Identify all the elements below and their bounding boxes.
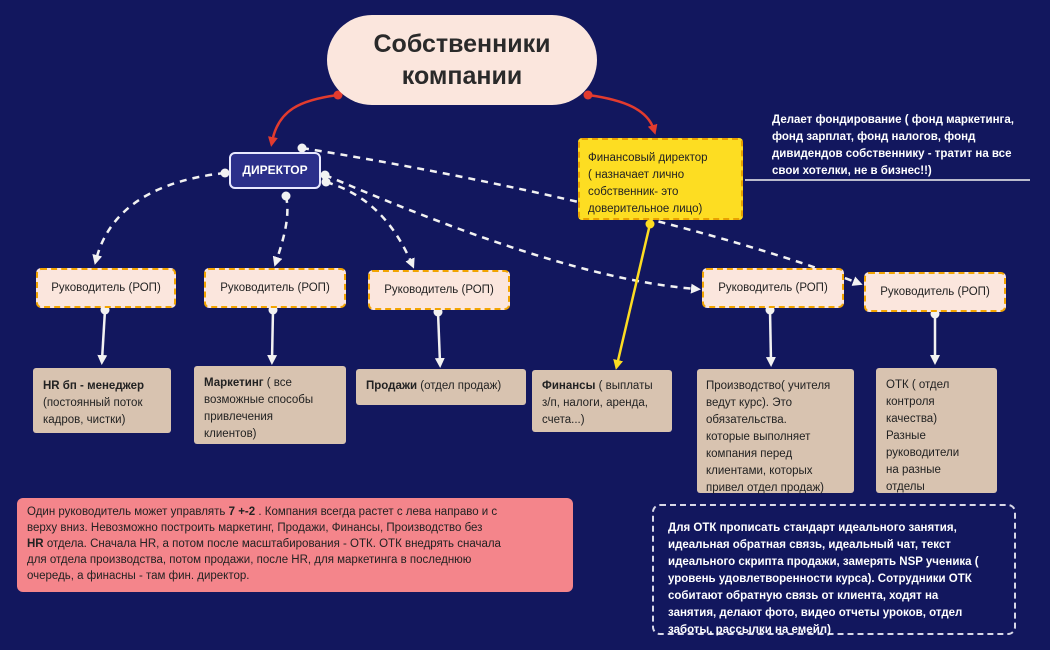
finance-director-to-finance-arrow (613, 219, 655, 370)
finance-note-line: свои хотелки, не в бизнес!!) (772, 165, 932, 177)
director-label: ДИРЕКТОР (242, 163, 308, 177)
dept-otk-line: Разные (886, 430, 926, 442)
rop-label: Руководитель (РОП) (51, 282, 161, 294)
rop-label: Руководитель (РОП) (220, 282, 330, 294)
finance-note-line: фонд зарплат, фонд налогов, фонд (772, 131, 976, 143)
otk-note-line: Для ОТК прописать стандарт идеального за… (668, 522, 957, 534)
dept-hr-line: (постоянный поток (43, 397, 143, 409)
director-to-rop1-arrow (92, 171, 226, 265)
pink-note-text: . Компания всегда растет с лева направо … (255, 506, 498, 518)
dept-production-line: компания перед (706, 448, 793, 460)
dept-finance-title: Финансы (542, 380, 596, 392)
dept-otk: ОТК ( отдел контроля качества) Разные ру… (876, 368, 997, 493)
dept-sales-line: (отдел продаж) (417, 380, 502, 392)
rop-node-marketing: Руководитель (РОП) (204, 268, 346, 308)
dept-production-line: ведут курс). Это (706, 397, 792, 409)
dept-marketing-line: клиентов) (204, 428, 257, 440)
dept-marketing-title: Маркетинг (204, 377, 264, 389)
dept-otk-line: отделы (886, 481, 925, 493)
owners-node: Собственники компании (327, 15, 597, 105)
finance-director-line4: доверительное лицо) (588, 203, 703, 215)
dept-otk-line: на разные (886, 464, 941, 476)
rop-label: Руководитель (РОП) (384, 284, 494, 296)
director-to-rop3-arrow (325, 180, 415, 269)
director-to-rop4-arrow (324, 173, 701, 294)
pink-note-line: HR отдела. Сначала HR, а потом после мас… (27, 536, 563, 552)
dept-finance-line: ( выплаты (595, 380, 653, 392)
dept-sales: Продажи (отдел продаж) (356, 369, 526, 405)
otk-note-line: заботы, рассылки на емейл) (668, 624, 831, 636)
pink-note-line: Один руководитель может управлять 7 +-2 … (27, 504, 563, 520)
finance-director-note: Делает фондирование ( фонд маркетинга, ф… (772, 112, 1044, 180)
finance-director-node: Финансовый директор ( назначает лично со… (578, 138, 743, 220)
dept-marketing: Маркетинг ( все возможные способы привле… (194, 366, 346, 444)
rop-node-hr: Руководитель (РОП) (36, 268, 176, 308)
dept-sales-title: Продажи (366, 380, 418, 392)
dept-hr-line: кадров, чистки) (43, 414, 126, 426)
finance-note-line: Делает фондирование ( фонд маркетинга, (772, 114, 1014, 126)
owner-to-finance-arrow (583, 90, 658, 135)
dept-otk-line: ОТК ( отдел (886, 379, 950, 391)
finance-note-line: дивидендов собственнику - тратит на все (772, 148, 1012, 160)
pink-note-text: верху вниз. Невозможно построить маркети… (27, 522, 483, 534)
finance-director-line2: ( назначает лично (588, 169, 685, 181)
dept-production-line: привел отдел продаж) (706, 482, 824, 494)
director-to-rop5-arrow (301, 146, 863, 286)
pink-note-bold: HR (27, 538, 44, 550)
pink-note-text: отдела. Сначала HR, а потом после масшта… (43, 538, 501, 550)
otk-note-line: идеальная обратная связь, идеальный чат,… (668, 539, 951, 551)
dept-production-line: обязательства. (706, 414, 787, 426)
pink-note-line: очередь, а финасны - там фин. директор. (27, 568, 563, 584)
director-to-rop2-arrow (272, 195, 289, 267)
dept-otk-line: контроля (886, 396, 935, 408)
director-node: ДИРЕКТОР (229, 152, 321, 189)
otk-note-line: занятия, делают фото, видео отчеты уроко… (668, 607, 963, 619)
finance-director-title: Финансовый директор (588, 152, 708, 164)
dept-production: Производство( учителя ведут курс). Это о… (697, 369, 854, 494)
otk-note-line: идеального скрипта продажи, замерять NSP… (668, 556, 979, 568)
finance-director-line3: собственник- это (588, 186, 679, 198)
rop-to-dept-arrows (97, 309, 940, 368)
dept-marketing-line: возможные способы (204, 394, 314, 406)
dept-hr-title: HR бп - менеджер (43, 380, 145, 392)
rop-label: Руководитель (РОП) (880, 286, 990, 298)
dept-otk-line: качества) (886, 413, 938, 425)
dept-production-line: которые выполняет (706, 431, 811, 443)
rop-node-otk: Руководитель (РОП) (864, 272, 1006, 312)
pink-note-text: очередь, а финасны - там фин. директор. (27, 570, 250, 582)
pink-note-text: для отдела производства, потом продажи, … (27, 554, 472, 566)
dept-production-line: клиентами, которых (706, 465, 813, 477)
otk-note-line: уровень удовлетворенности курса). Сотруд… (668, 573, 972, 585)
owners-line1: Собственники (373, 30, 551, 58)
rop-label: Руководитель (РОП) (718, 282, 828, 294)
management-rules-note: Один руководитель может управлять 7 +-2 … (17, 498, 573, 592)
otk-note-line: собитают обратную связь от клиента, ходя… (668, 590, 939, 602)
pink-note-text: Один руководитель может управлять (27, 506, 229, 518)
dept-finance: Финансы ( выплаты з/п, налоги, аренда, с… (532, 370, 672, 432)
dept-marketing-line: привлечения (204, 411, 274, 423)
dept-hr: HR бп - менеджер (постоянный поток кадро… (33, 368, 171, 433)
owners-line2: компании (401, 62, 523, 90)
otk-standards-note: Для ОТК прописать стандарт идеального за… (652, 504, 1016, 636)
rop-node-production: Руководитель (РОП) (702, 268, 844, 308)
dept-production-line: Производство( учителя (706, 380, 831, 392)
dept-marketing-line: ( все (263, 377, 292, 389)
owner-to-director-arrow (268, 90, 343, 147)
dept-otk-line: руководители (886, 447, 960, 459)
pink-note-line: верху вниз. Невозможно построить маркети… (27, 520, 563, 536)
dept-finance-line: з/п, налоги, аренда, (542, 397, 648, 409)
dept-finance-line: счета...) (542, 414, 585, 426)
rop-node-sales: Руководитель (РОП) (368, 270, 510, 310)
pink-note-line: для отдела производства, потом продажи, … (27, 552, 563, 568)
pink-note-bold: 7 +-2 (228, 506, 256, 518)
